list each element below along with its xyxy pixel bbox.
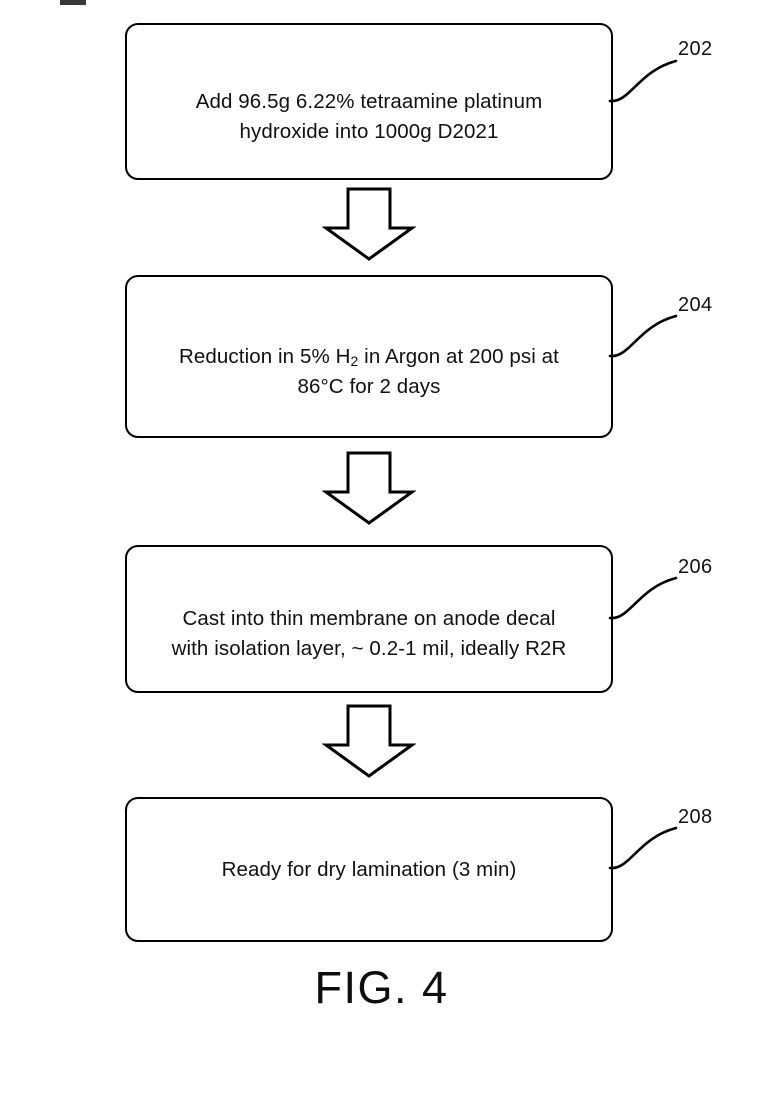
leader-line-208 — [608, 812, 698, 882]
leader-line-202 — [608, 45, 698, 115]
leader-line-206 — [608, 562, 698, 632]
flow-arrow-down-2 — [322, 450, 416, 526]
process-box-208-label: Ready for dry lamination (3 min) — [221, 857, 517, 881]
reference-numeral-202: 202 — [678, 38, 713, 60]
figure-caption: FIG. 4 — [314, 962, 449, 1013]
leader-line-204 — [608, 300, 698, 370]
process-box-208[interactable]: Ready for dry lamination (3 min) — [125, 797, 613, 942]
process-box-204-label: Reduction in 5% H2 in Argon at 200 psi a… — [179, 344, 559, 398]
page-edge-artifact — [60, 0, 86, 5]
reference-numeral-206: 206 — [678, 556, 713, 578]
reference-numeral-208: 208 — [678, 806, 713, 828]
flow-arrow-down-1 — [322, 186, 416, 262]
reference-numeral-204: 204 — [678, 294, 713, 316]
process-box-204-line1: Reduction in 5% H2 in Argon at 200 psi a… — [179, 344, 559, 369]
flow-arrow-down-3 — [322, 703, 416, 779]
process-box-204[interactable]: Reduction in 5% H2 in Argon at 200 psi a… — [125, 275, 613, 438]
